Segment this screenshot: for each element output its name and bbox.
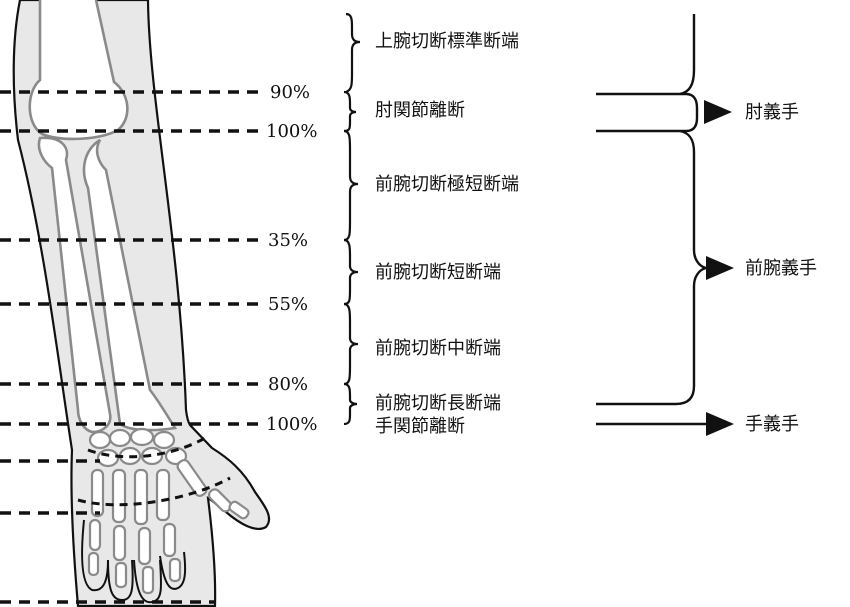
humerus-bone xyxy=(28,0,129,141)
carpal-bones xyxy=(88,427,188,468)
level-name-upper-arm-standard: 上腕切断標準断端 xyxy=(375,31,519,52)
level-name-forearm-short: 前腕切断短断端 xyxy=(375,262,501,283)
percent-label-humerus-100: 100% xyxy=(266,121,317,142)
arrow-hand-prosthesis xyxy=(706,412,734,436)
level-name-wrist-disarticulation: 手関節離断 xyxy=(375,416,465,437)
prosthesis-name-hand: 手義手 xyxy=(745,414,799,435)
prosthesis-arrows xyxy=(704,100,734,436)
level-lines xyxy=(0,90,266,604)
arrow-elbow-prosthesis xyxy=(704,100,732,124)
level-names: 上腕切断標準断端 肘関節離断 前腕切断極短断端 前腕切断短断端 前腕切断中断端 … xyxy=(375,31,519,437)
arrow-forearm-prosthesis xyxy=(706,256,734,280)
percent-label-forearm-35: 35% xyxy=(268,230,308,251)
prosthesis-name-forearm: 前腕義手 xyxy=(745,258,817,279)
prosthesis-connectors xyxy=(596,14,712,426)
percent-labels: 90% 100% 35% 55% 80% 100% xyxy=(266,82,317,435)
brace-upper-arm xyxy=(345,12,361,94)
brace-forearm-medium xyxy=(343,302,359,386)
bracket-forearm xyxy=(596,129,707,406)
palm-crease xyxy=(77,476,231,507)
percent-label-forearm-100: 100% xyxy=(266,414,317,435)
radius-bone xyxy=(82,138,178,432)
ulna-bone xyxy=(37,136,112,434)
level-name-forearm-medium: 前腕切断中断端 xyxy=(375,338,501,359)
percent-label-forearm-80: 80% xyxy=(268,374,308,395)
brace-elbow xyxy=(343,90,357,133)
connector-upper-arm-to-elbow xyxy=(679,14,696,96)
percent-label-humerus-90: 90% xyxy=(270,82,310,103)
prosthesis-name-elbow: 肘義手 xyxy=(745,102,799,123)
wrist-crease xyxy=(87,436,206,459)
level-name-forearm-very-short: 前腕切断極短断端 xyxy=(375,174,519,195)
percent-label-forearm-55: 55% xyxy=(268,294,308,315)
level-name-elbow-disarticulation: 肘関節離断 xyxy=(375,100,465,121)
brace-forearm-long xyxy=(343,382,358,426)
brace-forearm-very-short xyxy=(343,129,359,242)
bracket-elbow xyxy=(596,92,699,133)
prosthesis-names: 肘義手 前腕義手 手義手 xyxy=(745,102,817,435)
level-braces xyxy=(343,12,361,426)
brace-forearm-short xyxy=(343,238,359,306)
level-name-forearm-long: 前腕切断長断端 xyxy=(375,393,501,414)
